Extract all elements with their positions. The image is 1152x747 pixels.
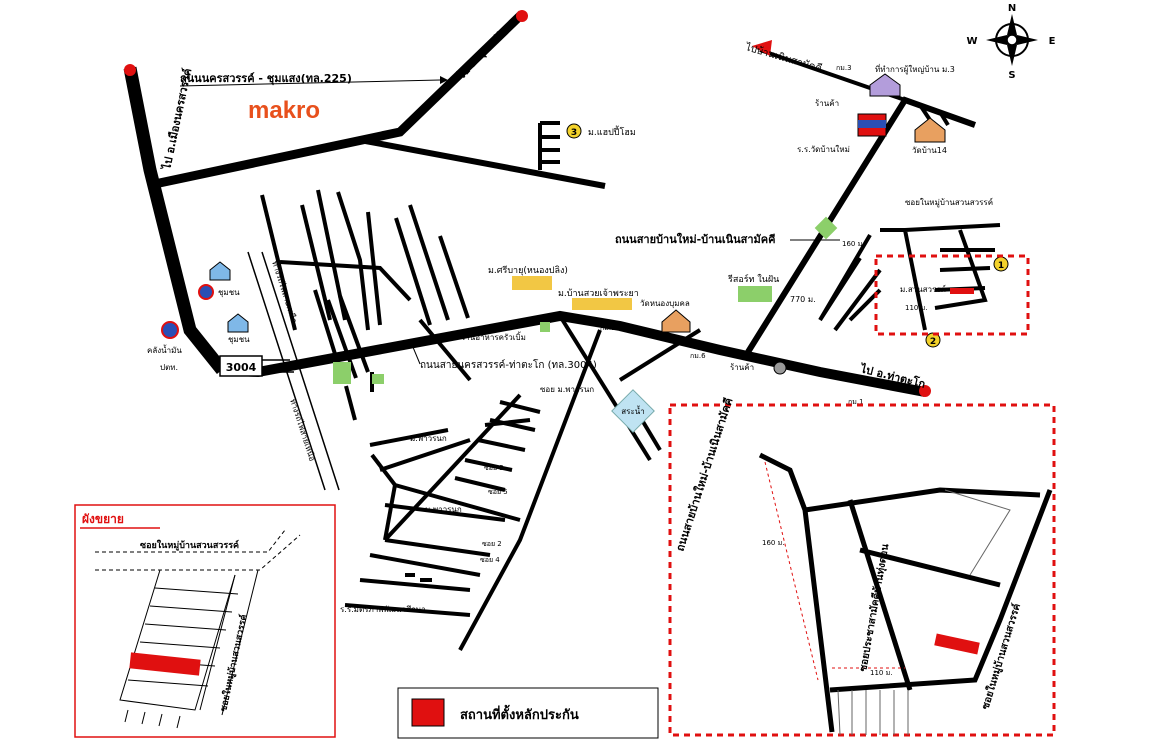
compass-south: S [1008,70,1015,81]
shop-icon [773,361,787,375]
zoom-distance-160: 160 ม. [762,539,784,547]
road-225 [149,10,526,190]
label-thaprak2: ม.พาวรนก [425,505,462,514]
zoom-property-marker [934,633,980,655]
zoom-road-label: ถนนสายบ้านใหม่-บ้านเนินสามัคคี [673,396,736,553]
label-3004-pointer [409,339,421,365]
inset-panel: ผังขยาย ซอยในหมู่บ้านสวนสวรรค์ ซอยในหมู่… [74,504,336,738]
marker-1-label: 1 [998,261,1004,271]
restaurant-icon [540,322,550,332]
label-soi-b: ซอย 5 [488,488,508,496]
road-225-east [359,137,606,189]
site-highlight-frame [874,254,1030,336]
label-police2: ชุมชน [228,335,250,344]
label-to-city: ไป อ.เมืองนครสวรรค์ [159,67,195,173]
zoom-panel: 160 ม. 110 ม. ถนนสายบ้านใหม่-บ้านเนินสาม… [668,396,1056,737]
community-icon-2 [227,313,249,333]
inset-frame [74,504,336,738]
road-end-thatako [919,385,931,397]
arrow-225-icon [440,76,448,84]
label-gm6: กม.6 [690,352,706,360]
temple-icon [661,309,691,333]
label-school: ร.ร.วัดบ้านใหม่ [797,145,850,154]
inset-property-marker [129,652,201,676]
green-area-icon [333,362,351,384]
compass-west: W [966,36,977,47]
ptt-icon [161,321,179,339]
route-badge: 3004 [226,361,257,374]
label-srisai: ม.ศรีบายุ(หนองปลิง) [488,265,568,276]
distance-110: 110 ม. [905,304,927,312]
label-road-225-underline [179,79,441,87]
label-wat-nongbua: วัดหนองบุมคล [640,299,690,308]
label-fuel-depot: คลังน้ำมัน [147,344,182,355]
label-police1: ชุมชน [218,288,240,297]
route-badge-frame [219,355,263,377]
label-soi-head: ซอยในหมู่บ้านสวนสวรรค์ [905,197,993,208]
arrow-ban-noen-icon [752,40,772,56]
wat-village-icon [914,117,946,143]
zoom-frame [668,403,1056,737]
minor-roads [260,103,1001,651]
label-wat-village: วัดบ้าน14 [912,146,947,155]
legend-label: สถานที่ตั้งหลักประกัน [460,704,579,723]
compass-east: E [1049,36,1056,47]
marker-3-label: 3 [571,128,577,138]
label-soi-a: ซอย 3 [484,464,504,472]
label-soi-d: ซอย 4 [480,556,500,564]
road-end-city [124,64,136,76]
road-end-markers [124,10,931,397]
label-soi-mthaprak: ซอย ม.พาวรนก [540,385,594,394]
label-happyhome: ม.แฮปปี้โฮม [588,125,636,138]
label-ptt: ปตท. [160,363,178,372]
label-gm1: กม.1 [848,398,864,406]
label-school2: ร.ร.มิตรภาพพัฒนาศึกษา [340,605,426,614]
compass-icon: N S E W [966,3,1055,81]
inset-soi-top: ซอยในหมู่บ้านสวนสวรรค์ [140,539,239,551]
label-gm5: กม.5 [600,324,616,332]
srisai-sign-icon [512,276,552,290]
school-flag-stripe [858,120,886,128]
label-shop2: ร้านค้า [815,99,839,108]
label-thaprak1: ม.พาวรนก [410,434,447,443]
label-soi-c: ซอย 2 [482,540,502,548]
inset-title: ผังขยาย [82,512,124,526]
label-shop1: ร้านค้า [730,363,754,372]
label-gm3: กม.3 [836,64,852,72]
green-area-icon-2 [372,374,384,384]
label-banswan: ม.บ้านสวยเจ้าพระยา [558,288,639,299]
marker-2-label: 2 [930,337,936,347]
property-marker-main [950,288,974,294]
makro-logo: makro [248,97,320,124]
zoom-distance-110: 110 ม. [870,669,892,677]
label-road-3004: ถนนสายนครสวรรค์-ท่าตะโก (ทล.3004) [420,358,597,371]
road-to-city [123,66,228,375]
distance-160: 160 ม. [842,240,864,248]
distance-770: 770 ม. [790,295,816,304]
resort-icon [738,286,772,302]
label-to-chumsaeng: ไป อ.ชุมแสง [452,27,505,84]
road-end-chumsaeng [516,10,528,22]
label-resort: รีสอร์ท ในฝัน [728,273,780,285]
community-icon [198,261,231,300]
legend: สถานที่ตั้งหลักประกัน [397,687,659,739]
label-road-secondary: ถนนสายบ้านใหม่-บ้านเนินสามัคคี [615,232,776,246]
label-to-ban-noen: ไปบ้านเนินสามัคคี [743,41,823,75]
water-tank-icon [611,389,655,433]
label-m-suan: ม.สวนสวรรค์ [900,284,946,294]
marker-3 [566,123,582,139]
headman-icon [869,73,901,97]
label-road-225: ถนนนครสวรรค์ - ชุมแสง(ทล.225) [180,72,352,86]
compass-north: N [1008,3,1016,14]
place-labels: 3 ม.แฮปปี้โฮม ม.ศรีบายุ(หนองปลิง) ม.บ้าน… [147,63,1009,614]
label-water-tank: สระน้ำ [621,405,644,416]
label-restaurant: ร้านอาหารครัวเบิ้ม [461,331,526,342]
legend-swatch [411,698,445,727]
label-headman: ที่ทำการผู้ใหญ่บ้าน ม.3 [875,63,955,75]
banswan-sign-icon [572,298,632,310]
